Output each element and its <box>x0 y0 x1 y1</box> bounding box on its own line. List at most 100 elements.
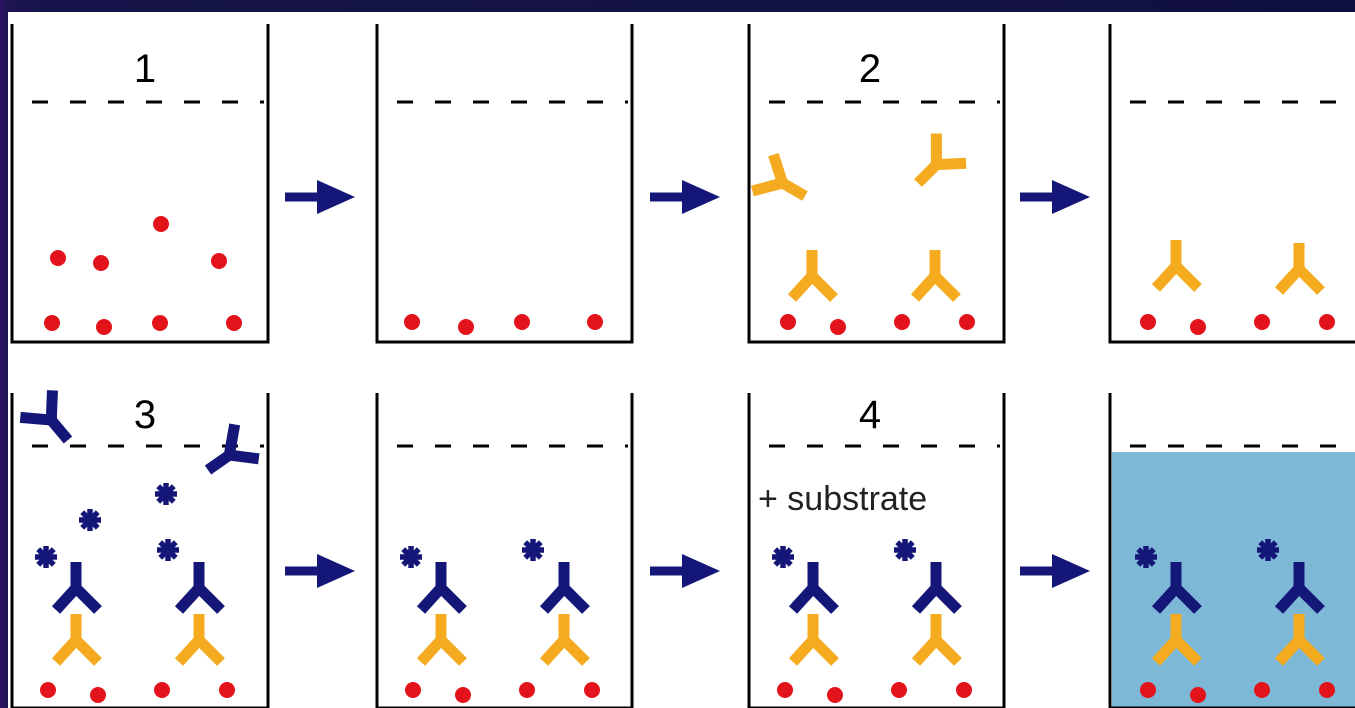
antigen-dot <box>1254 314 1270 330</box>
detection-antibody-icon <box>174 562 225 614</box>
antigen-dot <box>211 253 227 269</box>
antigen-dot <box>93 255 109 271</box>
asterisk-icon <box>157 539 179 561</box>
well-outline <box>375 393 634 708</box>
detection-antibody-icon <box>788 562 839 614</box>
capture-antibody-icon <box>914 133 967 187</box>
well-step1-wash <box>375 24 634 344</box>
antigen-dot <box>777 682 793 698</box>
well-step1-add-antigen <box>10 24 270 344</box>
capture-antibody-icon <box>911 614 962 666</box>
antigen-dot <box>50 250 66 266</box>
well-step4-add-substrate <box>747 393 1006 708</box>
detection-antibody-icon <box>911 562 962 614</box>
antigen-dot <box>584 682 600 698</box>
detection-antibody-icon <box>1151 562 1202 614</box>
capture-antibody-icon <box>910 250 961 302</box>
antigen-dot <box>1319 314 1335 330</box>
substrate-label: + substrate <box>758 480 927 518</box>
right-arrow-icon <box>1020 180 1090 214</box>
antigen-dot <box>40 682 56 698</box>
antigen-dot <box>514 314 530 330</box>
capture-antibody-icon <box>1151 240 1202 292</box>
well-step3-wash <box>375 393 634 708</box>
capture-antibody-icon <box>1151 614 1202 666</box>
antigen-dot <box>1319 682 1335 698</box>
antigen-dot <box>96 319 112 335</box>
well-step2-wash <box>1108 24 1355 344</box>
antigen-dot <box>780 314 796 330</box>
antigen-dot <box>405 682 421 698</box>
detection-antibody-icon <box>539 562 590 614</box>
antigen-dot <box>891 682 907 698</box>
right-arrow-icon <box>285 180 355 214</box>
right-arrow-icon <box>285 554 355 588</box>
antigen-dot <box>587 314 603 330</box>
capture-antibody-icon <box>174 614 225 666</box>
asterisk-icon <box>1135 546 1157 568</box>
well-outline <box>1108 393 1355 708</box>
antigen-dot <box>44 315 60 331</box>
antigen-dot <box>519 682 535 698</box>
detection-antibody-icon <box>1274 562 1325 614</box>
colored-product-fill <box>1112 452 1355 708</box>
antigen-dot <box>1190 319 1206 335</box>
step-1-number: 1 <box>134 47 156 91</box>
antigen-dot <box>154 682 170 698</box>
step-4-number: 4 <box>859 393 881 437</box>
antigen-dot <box>1254 682 1270 698</box>
antigen-dot <box>830 319 846 335</box>
asterisk-icon <box>35 546 57 568</box>
asterisk-icon <box>522 539 544 561</box>
capture-antibody-icon <box>788 614 839 666</box>
antigen-dot <box>90 687 106 703</box>
capture-antibody-icon <box>1274 243 1325 295</box>
antigen-dot <box>455 687 471 703</box>
right-arrow-icon <box>650 180 720 214</box>
antigen-dot <box>956 682 972 698</box>
asterisk-icon <box>894 539 916 561</box>
antigen-dot <box>827 687 843 703</box>
antigen-dot <box>152 315 168 331</box>
asterisk-icon <box>79 509 101 531</box>
antigen-dot <box>153 216 169 232</box>
asterisk-icon <box>400 546 422 568</box>
right-arrow-icon <box>650 554 720 588</box>
antigen-dot <box>894 314 910 330</box>
asterisk-icon <box>772 546 794 568</box>
antigen-dot <box>1190 687 1206 703</box>
well-outline <box>747 24 1006 344</box>
capture-antibody-icon <box>416 614 467 666</box>
well-step2-add-capture-antibody <box>747 24 1006 344</box>
antigen-dot <box>458 319 474 335</box>
capture-antibody-icon <box>1274 614 1325 666</box>
detection-antibody-icon <box>204 423 260 475</box>
antigen-dot <box>226 315 242 331</box>
capture-antibody-icon <box>51 614 102 666</box>
well-step4-color-develops <box>1108 393 1355 708</box>
right-arrow-icon <box>1020 554 1090 588</box>
capture-antibody-icon <box>539 614 590 666</box>
fill-layer <box>1112 452 1355 708</box>
detection-antibody-icon <box>416 562 467 614</box>
well-outline <box>1108 24 1355 344</box>
well-outline <box>747 393 1006 708</box>
antigen-dot <box>1140 682 1156 698</box>
antigen-dot <box>404 314 420 330</box>
antigen-dot <box>219 682 235 698</box>
detection-antibody-icon <box>19 390 73 444</box>
step-3-number: 3 <box>134 393 156 437</box>
well-outline <box>10 393 270 708</box>
well-outline <box>375 24 634 344</box>
capture-antibody-icon <box>787 250 838 302</box>
antigen-dot <box>1140 314 1156 330</box>
well-outline <box>10 24 270 344</box>
capture-antibody-icon <box>751 153 808 201</box>
well-step3-add-detection-antibody <box>10 390 270 708</box>
wells-layer <box>10 24 1355 708</box>
arrows-layer <box>285 180 1090 588</box>
antigen-dot <box>959 314 975 330</box>
detection-antibody-icon <box>51 562 102 614</box>
step-2-number: 2 <box>859 47 881 91</box>
